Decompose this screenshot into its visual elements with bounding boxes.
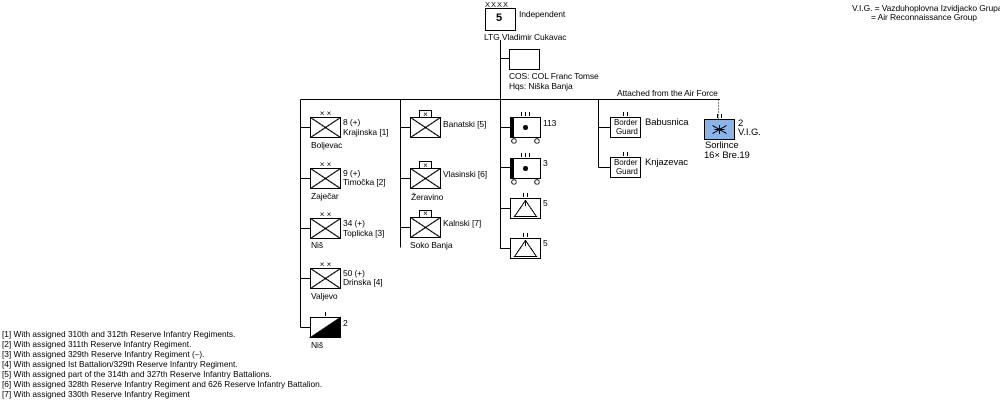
division-number: 50 (+) [343, 268, 365, 278]
army-number: 5 [496, 12, 503, 24]
svg-text:× ×: × × [320, 260, 332, 269]
artillery-number: 3 [543, 158, 548, 168]
legend-line-2: = Air Reconnaissance Group [871, 12, 977, 22]
division-number: 9 (+) [343, 168, 361, 178]
division-location: Niš [311, 340, 323, 350]
footnote: [6] With assigned 328th Reserve Infantry… [2, 379, 323, 389]
footnote: [1] With assigned 310th and 312th Reserv… [2, 329, 236, 339]
infantry-division-symbol-2 [310, 168, 341, 189]
border-guard-box-text: Guard [616, 167, 638, 176]
army-designation: Independent [519, 9, 566, 19]
svg-text:×: × [423, 161, 428, 170]
division-name: Krajinska [1] [343, 127, 389, 137]
division-name: Drinska [4] [343, 277, 383, 287]
detachment-symbol-1 [410, 110, 441, 138]
svg-text:×: × [423, 209, 428, 218]
division-number: 2 [343, 318, 348, 328]
detachment-name: Kalnski [7] [443, 218, 482, 228]
svg-text:×: × [423, 110, 428, 119]
division-number: 8 (+) [343, 117, 361, 127]
detachment-location: Soko Banja [410, 240, 453, 250]
army-size-marker: XXXX [485, 0, 510, 9]
division-location: Valjevo [311, 291, 338, 301]
staff-box [509, 49, 540, 70]
air-group-location: Sorlince [705, 140, 739, 151]
army-commander: LTG Vladimir Cukavac [484, 32, 567, 42]
artillery-regiment-symbol-2 [510, 158, 541, 185]
detachment-symbol-3 [410, 210, 441, 238]
border-guard-box-text: Border [614, 158, 638, 167]
border-guard-location: Knjazevac [645, 157, 688, 168]
border-guard-location: Babusnica [645, 117, 689, 128]
footnote: [7] With assigned 330th Reserve Infantry… [2, 389, 190, 399]
footnote: [2] With assigned 311th Reserve Infantry… [2, 339, 192, 349]
footnote: [5] With assigned part of the 314th and … [2, 369, 272, 379]
staff-hqs: Hqs: Niška Banja [509, 81, 573, 91]
air-group-name: V.I.G. [738, 127, 761, 138]
svg-text:× ×: × × [320, 109, 332, 118]
division-number: 34 (+) [343, 218, 365, 228]
division-name: Timočka [2] [343, 177, 386, 187]
border-guard-box-text: Guard [616, 127, 638, 136]
border-guard-box-1 [610, 117, 641, 138]
engineer-battalion-symbol-2 [510, 238, 541, 259]
engineer-battalion-symbol-1 [510, 198, 541, 219]
artillery-number: 113 [543, 118, 557, 128]
air-link-label: Attached from the Air Force [617, 88, 718, 98]
footnote: [3] With assigned 329th Reserve Infantry… [2, 349, 205, 359]
svg-text:× ×: × × [320, 210, 332, 219]
artillery-regiment-symbol-1 [510, 117, 541, 144]
infantry-division-symbol-1 [310, 117, 341, 138]
engineer-number: 5 [543, 238, 548, 248]
air-group-symbol [704, 119, 735, 140]
svg-text:× ×: × × [320, 160, 332, 169]
engineer-number: 5 [543, 198, 548, 208]
border-guard-box-text: Border [614, 118, 638, 127]
division-location: Zaječar [311, 191, 339, 201]
division-location: Boljevac [311, 140, 343, 150]
division-location: Niš [311, 240, 323, 250]
border-guard-box-2 [610, 157, 641, 178]
detachment-symbol-2 [410, 161, 441, 189]
army-hq-box [485, 8, 516, 31]
staff-cos: COS: COL Franc Tomse [509, 71, 599, 81]
infantry-division-symbol-4 [310, 268, 341, 289]
detachment-name: Banatski [5] [443, 119, 487, 129]
air-group-number: 2 [738, 118, 744, 129]
footnote: [4] With assigned Ist Battalion/329th Re… [2, 359, 238, 369]
detachment-name: Vlasinski [6] [443, 169, 488, 179]
legend-line-1: V.I.G. = Vazduhoplovna Izvidjacko Grupa [852, 3, 1000, 13]
infantry-division-symbol-3 [310, 218, 341, 239]
detachment-location: Žeravino [411, 192, 444, 202]
cavalry-division-symbol [308, 316, 341, 338]
division-name: Toplicka [3] [343, 228, 385, 238]
air-group-aircraft: 16× Bre.19 [704, 150, 750, 161]
